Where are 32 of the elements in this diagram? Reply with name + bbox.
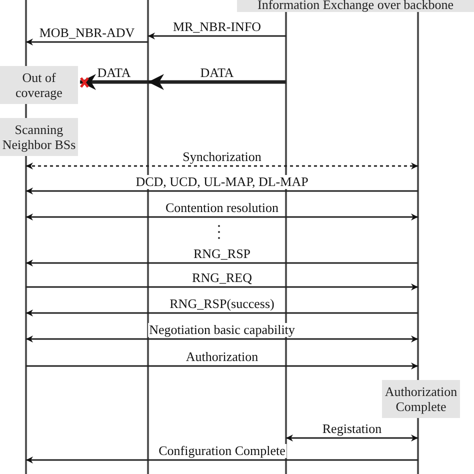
edge-label: RNG_REQ	[191, 271, 253, 285]
edge-label: DCD, UCD, UL-MAP, DL-MAP	[134, 175, 310, 189]
edge-label: Authorization	[184, 350, 260, 364]
arrow	[26, 188, 418, 194]
arrow	[26, 284, 418, 290]
arrow	[26, 162, 418, 170]
arrow	[26, 362, 418, 370]
banner: Information Exchange over backbone	[237, 0, 474, 12]
arrow	[26, 214, 418, 220]
edge-label: Negotiation basic capability	[148, 323, 296, 337]
arrow	[148, 32, 286, 40]
arrow	[286, 434, 418, 442]
edge-label: RNG_RSP(success)	[168, 297, 276, 311]
note-box: Scanning Neighbor BSs	[0, 118, 78, 156]
edge-label: Configuration Complete	[158, 444, 286, 458]
arrow	[26, 260, 418, 266]
arrow	[26, 456, 418, 464]
edge-label: MR_NBR-INFO	[172, 20, 262, 34]
note-box: Authorization Complete	[382, 380, 460, 418]
edge-label: Synchorization	[182, 150, 262, 164]
arrow	[26, 38, 148, 46]
edge-label: Contention resolution	[164, 201, 280, 215]
edge-label: DATA	[199, 66, 235, 80]
edge-label: MOB_NBR-ADV	[38, 26, 136, 40]
arrow	[26, 336, 418, 342]
arrow	[80, 74, 148, 90]
edge-label: Registation	[321, 422, 383, 436]
arrow	[26, 310, 418, 316]
edge-label: RNG_RSP	[192, 247, 252, 261]
note-box: Out of coverage	[0, 66, 78, 104]
edge-label: DATA	[96, 66, 132, 80]
arrow	[148, 74, 286, 90]
